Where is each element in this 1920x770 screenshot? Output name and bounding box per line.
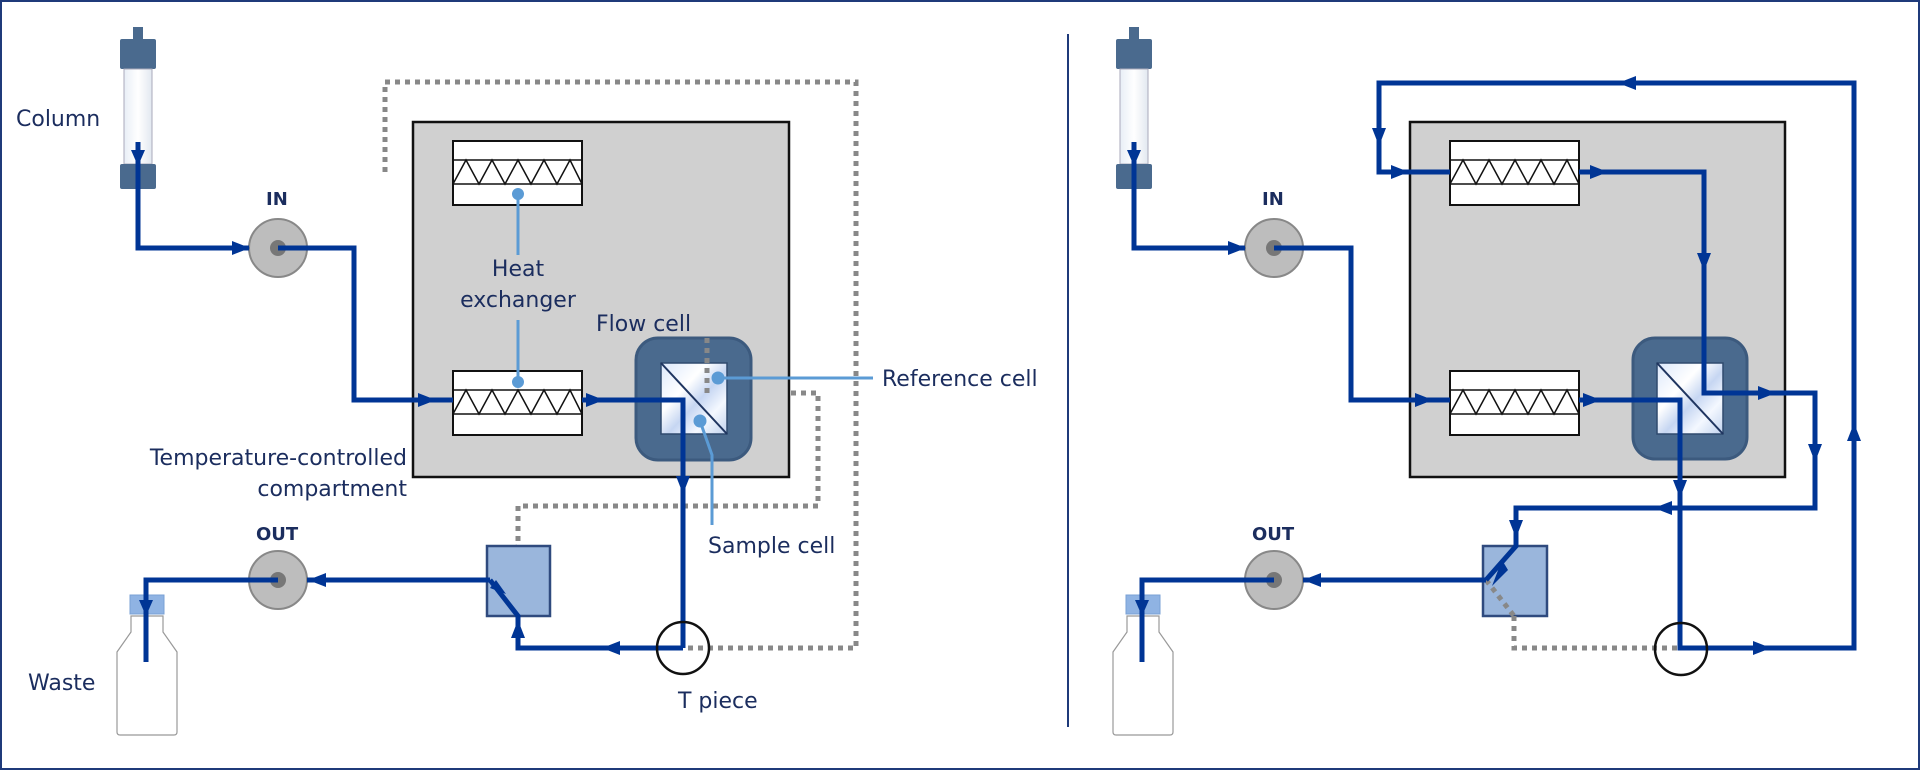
column-label: Column: [16, 107, 100, 132]
reference-cell-label: Reference cell: [882, 367, 1038, 392]
flow-arrows-right: [1127, 76, 1861, 655]
heat-exchanger-lower: [452, 370, 583, 436]
heat-exchanger-label-1: Heat: [492, 257, 545, 282]
switching-valve: [485, 544, 552, 618]
switching-valve-right: [1481, 544, 1549, 618]
out-port-label-right: OUT: [1252, 524, 1295, 545]
t-piece: [655, 620, 711, 676]
t-piece-right: [1653, 621, 1709, 677]
heat-exchanger-label-2: exchanger: [460, 288, 577, 313]
right-panel: IN OUT: [1112, 27, 1861, 736]
compartment-label-1: Temperature-controlled: [149, 446, 407, 471]
t-piece-label: T piece: [677, 689, 758, 714]
flow-path-right: [1131, 80, 1857, 662]
left-panel: Column IN OUT Heat exchanger Flow cell R…: [16, 27, 1038, 736]
compartment-label-2: compartment: [257, 477, 407, 502]
flow-cell-label: Flow cell: [596, 312, 691, 337]
waste-label: Waste: [28, 671, 95, 696]
flow-arrows: [131, 150, 690, 655]
flow-cell-right: [1631, 336, 1749, 461]
callout-lines: [512, 188, 873, 525]
in-port-label-right: IN: [1262, 189, 1284, 210]
heat-exchanger-lower-right: [1449, 370, 1580, 436]
out-port-label: OUT: [256, 524, 299, 545]
in-port-label: IN: [266, 189, 288, 210]
dotted-inactive-path: [1484, 578, 1681, 651]
heat-exchanger-upper-right: [1449, 140, 1580, 206]
waste-bottle-icon: [116, 594, 178, 736]
heat-exchanger-upper: [452, 140, 583, 206]
sample-cell-label: Sample cell: [708, 534, 835, 559]
